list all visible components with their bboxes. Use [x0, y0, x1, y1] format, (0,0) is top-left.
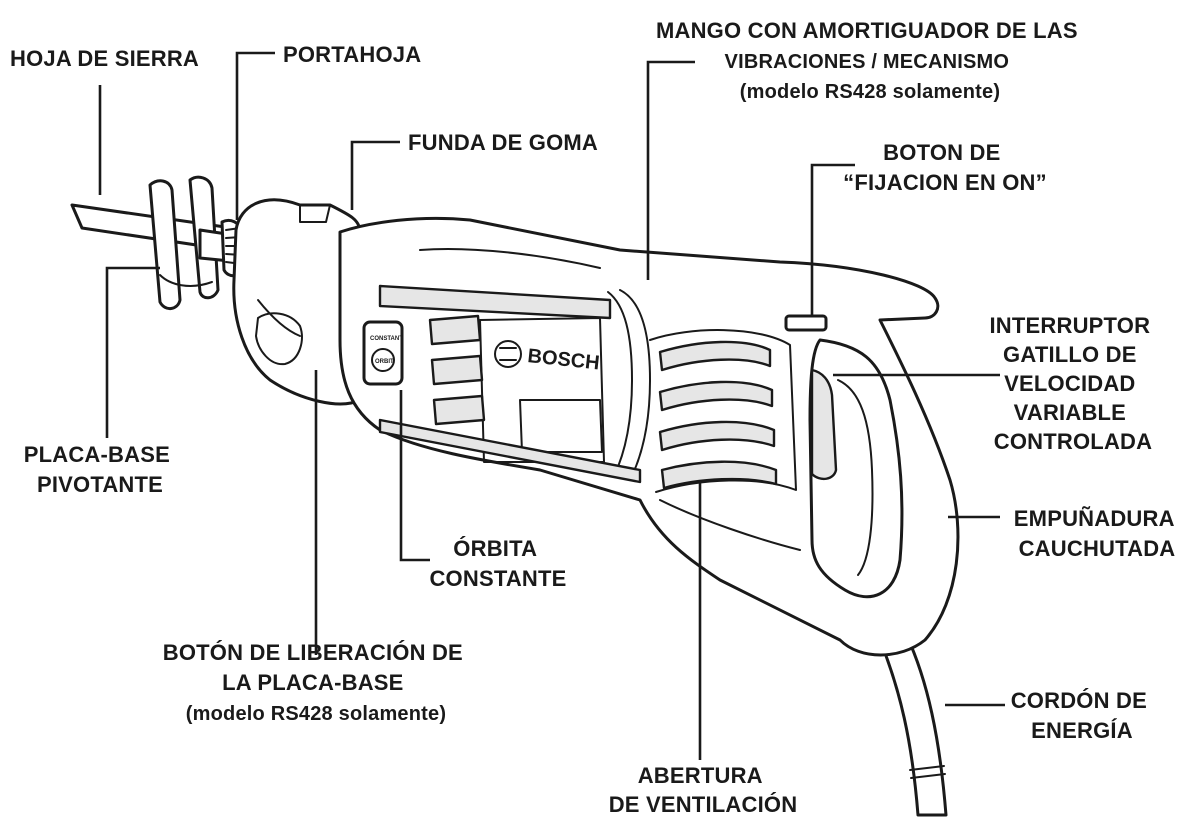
- part-labels: HOJA DE SIERRA PORTAHOJA FUNDA DE GOMA M…: [10, 18, 1180, 817]
- label-blade: HOJA DE SIERRA: [10, 46, 199, 71]
- trigger-switch: [810, 368, 838, 481]
- label-vibration-handle: MANGO CON AMORTIGUADOR DE LAS VIBRACIONE…: [656, 18, 1084, 103]
- lock-on-button: [784, 314, 828, 332]
- leader-lines: [98, 51, 1005, 760]
- orbit-switch-text-1: CONSTANT: [370, 336, 403, 342]
- label-rubber-grip: EMPUÑADURA CAUCHUTADA: [1014, 506, 1180, 561]
- label-lock-on-button: BOTON DE “FIJACION EN ON”: [843, 140, 1047, 195]
- label-power-cord: CORDÓN DE ENERGÍA: [1011, 688, 1154, 743]
- label-rubber-boot: FUNDA DE GOMA: [408, 130, 598, 155]
- orbit-switch: CONSTANT ORBIT: [362, 320, 404, 386]
- left-vents: [428, 314, 486, 426]
- label-blade-holder: PORTAHOJA: [283, 42, 421, 67]
- footplate-release-button: [255, 312, 303, 366]
- orbit-switch-text-2: ORBIT: [375, 359, 394, 365]
- power-cord: [878, 630, 948, 817]
- label-air-vents: ABERTURA DE VENTILACIÓN: [609, 763, 798, 817]
- label-trigger-switch: INTERRUPTOR GATILLO DE VELOCIDAD VARIABL…: [989, 313, 1156, 454]
- label-footplate-release: BOTÓN DE LIBERACIÓN DE LA PLACA-BASE (mo…: [163, 640, 470, 725]
- label-constant-orbit: ÓRBITA CONSTANTE: [429, 536, 566, 591]
- air-vents: [649, 329, 797, 493]
- saw-illustration: CONSTANT ORBIT BOSCH: [70, 175, 960, 817]
- blade-clamp: [148, 179, 182, 310]
- label-pivot-footplate: PLACA-BASE PIVOTANTE: [24, 442, 177, 497]
